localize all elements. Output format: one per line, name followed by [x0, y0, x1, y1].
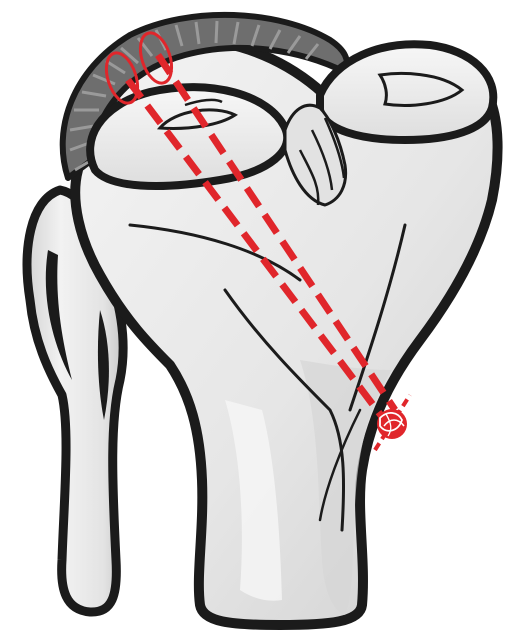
lateral-plateau [90, 87, 287, 186]
